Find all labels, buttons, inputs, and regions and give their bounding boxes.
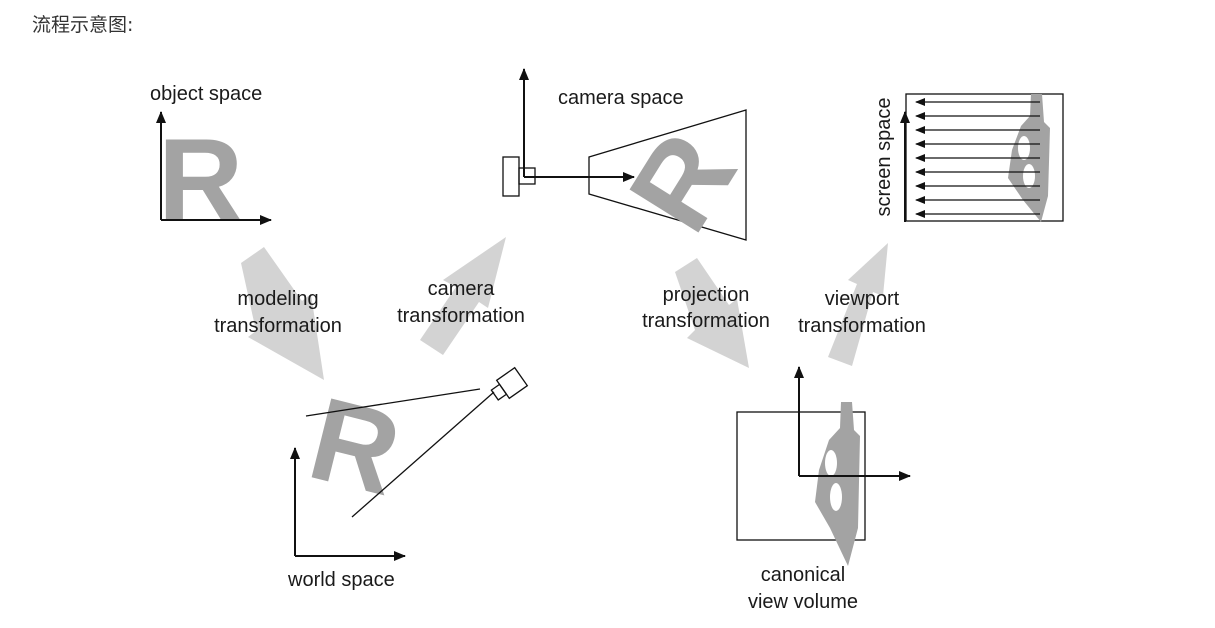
camera-space-label: camera space bbox=[558, 87, 684, 109]
canonical-label-line2: view volume bbox=[748, 591, 858, 613]
viewport-label-line1: viewport bbox=[825, 288, 900, 310]
modeling-arrow-shape bbox=[241, 247, 324, 380]
object-space-panel: object space R bbox=[150, 83, 272, 247]
canonical-view-volume-panel: canonical view volume bbox=[736, 366, 911, 613]
scanline-arrows bbox=[915, 98, 1040, 218]
modeling-label-line2: transformation bbox=[214, 315, 342, 337]
canonical-label-line1: canonical bbox=[761, 564, 846, 586]
projection-transform-arrow: projection transformation bbox=[642, 258, 770, 368]
camera-arrow-shape bbox=[420, 237, 506, 355]
camera-label-line1: camera bbox=[428, 278, 496, 300]
camera-space-letter: R bbox=[604, 111, 761, 253]
world-letter-group: R bbox=[298, 373, 413, 522]
viewport-transform-arrow: viewport transformation bbox=[798, 243, 926, 366]
world-space-panel: R world space bbox=[287, 366, 529, 591]
camera-transform-arrow: camera transformation bbox=[397, 237, 525, 355]
viewport-label-line2: transformation bbox=[798, 315, 926, 337]
projection-arrow-shape bbox=[675, 258, 749, 368]
camera-label-line2: transformation bbox=[397, 305, 525, 327]
world-camera-icon bbox=[490, 366, 529, 401]
camera-lens bbox=[518, 167, 536, 185]
screen-space-label: screen space bbox=[873, 98, 895, 217]
world-view-ray-top bbox=[305, 388, 481, 417]
screen-space-panel: screen space bbox=[873, 93, 1064, 222]
world-view-ray-bottom bbox=[351, 391, 495, 518]
modeling-transform-arrow: modeling transformation bbox=[214, 247, 342, 380]
camera-letter-group: R bbox=[604, 111, 761, 253]
object-space-letter: R bbox=[158, 115, 243, 247]
camera-frustum bbox=[588, 109, 747, 241]
projection-label-line2: transformation bbox=[642, 310, 770, 332]
world-space-label: world space bbox=[287, 569, 395, 591]
canonical-letter-shape bbox=[815, 402, 860, 566]
viewport-arrow-shape bbox=[828, 243, 888, 366]
camera-body bbox=[502, 156, 520, 197]
page-heading: 流程示意图: bbox=[32, 14, 134, 36]
world-space-letter: R bbox=[298, 373, 413, 522]
modeling-label-line1: modeling bbox=[237, 288, 318, 310]
projection-label-line1: projection bbox=[663, 284, 750, 306]
object-space-label: object space bbox=[150, 83, 262, 105]
camera-space-panel: camera space R bbox=[502, 68, 761, 253]
